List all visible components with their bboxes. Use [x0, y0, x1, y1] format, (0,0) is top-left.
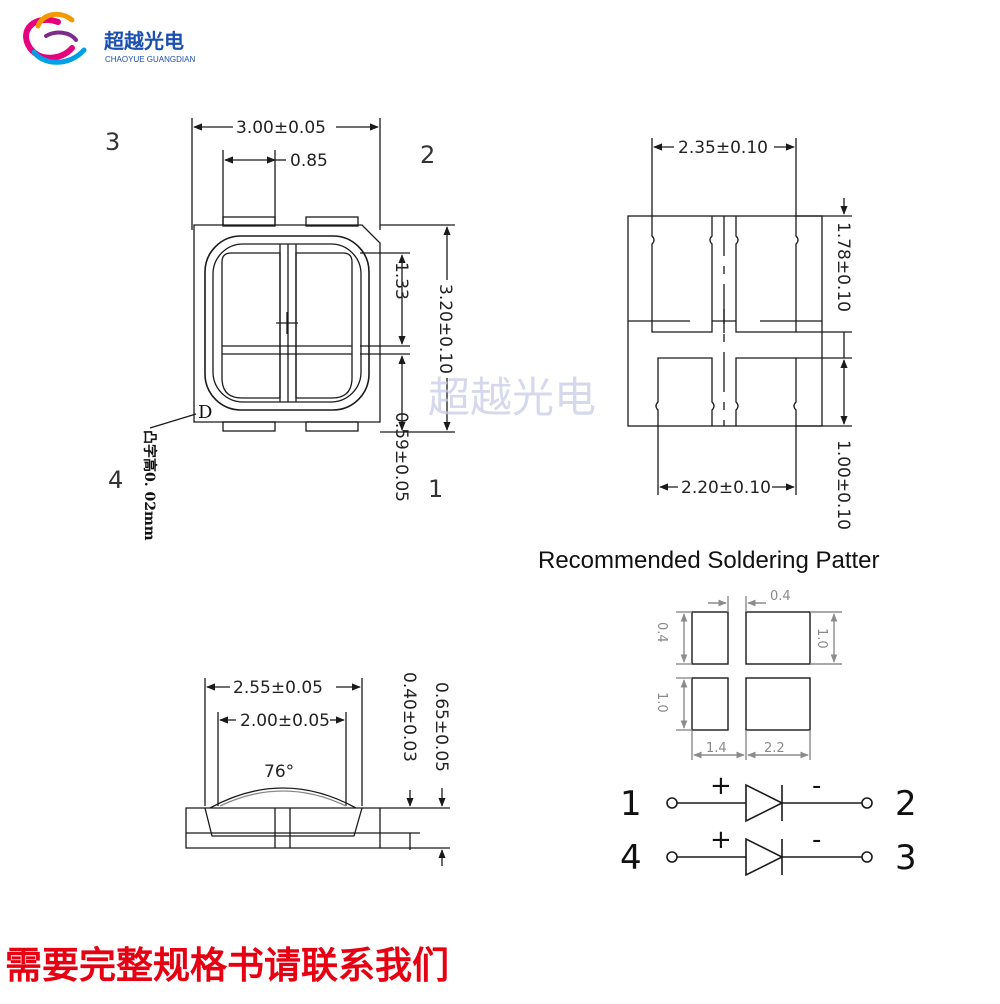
pad-dim-right-lower: 1.00±0.10 [833, 440, 853, 530]
terminal-icon [666, 797, 678, 809]
top-view [149, 118, 455, 433]
brand-name-cn: 超越光电 [103, 29, 184, 53]
pad-dim-right-upper: 1.78±0.10 [833, 222, 853, 312]
circuit-pin-3: 3 [895, 838, 917, 878]
circuit-diagram [666, 783, 873, 877]
circuit-plus-2: + [710, 825, 732, 855]
sold-dim-left-bottom: 1.0 [654, 692, 669, 713]
dim-pad: 0.85 [290, 151, 328, 171]
brand-logo: 超越光电 CHAOYUE GUANGDIAN [23, 11, 195, 65]
dim-height: 3.20±0.10 [435, 284, 455, 374]
circuit-pin-1: 1 [620, 784, 642, 824]
dim-width: 3.00±0.05 [236, 118, 326, 138]
side-view [185, 678, 450, 866]
side-note: 凸字高0. 02mm [141, 430, 158, 541]
side-view-labels: 2.55±0.05 2.00±0.05 76° 0.40±0.03 0.65±0… [233, 672, 451, 782]
side-dim-lens: 0.40±0.03 [399, 672, 419, 762]
pad-view [627, 138, 852, 495]
circuit-minus-2: - [812, 825, 821, 855]
soldering-pattern [676, 596, 842, 760]
pad-view-labels: 2.35±0.10 1.78±0.10 1.00±0.10 2.20±0.10 [678, 138, 853, 530]
sold-dim-left-top: 0.4 [654, 622, 669, 643]
pad-dim-top: 2.35±0.10 [678, 138, 768, 158]
side-dim-total: 0.65±0.05 [431, 682, 451, 772]
pin-label-2: 2 [420, 141, 435, 169]
pin-label-1: 1 [428, 475, 443, 503]
terminal-icon [666, 851, 678, 863]
side-angle: 76° [264, 762, 294, 782]
circuit-plus-1: + [710, 771, 732, 801]
terminal-icon [861, 851, 873, 863]
circuit-pin-2: 2 [895, 784, 917, 824]
circuit-pin-4: 4 [620, 838, 642, 878]
sold-dim-top: 0.4 [770, 589, 791, 604]
top-view-labels: 3 2 4 1 3.00±0.05 0.85 3.20±0.10 1.33 0.… [105, 118, 455, 541]
terminal-icon [861, 797, 873, 809]
soldering-labels: 0.4 0.4 1.0 1.0 1.4 2.2 [654, 589, 829, 756]
dim-bottom: 0.59±0.05 [391, 412, 411, 502]
contact-banner: 需要完整规格书请联系我们 [5, 944, 449, 987]
pin-label-4: 4 [108, 466, 123, 494]
circuit-labels: 1 + - 2 4 + - 3 [620, 771, 917, 878]
dim-inner: 1.33 [391, 262, 411, 300]
circuit-minus-1: - [812, 771, 821, 801]
pad-dim-bottom: 2.20±0.10 [681, 478, 771, 498]
pin-label-3: 3 [105, 128, 120, 156]
diode-icon [745, 837, 784, 877]
sold-dim-bottom-left: 1.4 [706, 741, 727, 756]
side-dim-inner: 2.00±0.05 [240, 711, 330, 731]
sold-dim-bottom-right: 2.2 [764, 741, 785, 756]
brand-name-en: CHAOYUE GUANGDIAN [105, 55, 195, 64]
mark-letter: D [198, 402, 212, 423]
soldering-heading: Recommended Soldering Patter [538, 547, 880, 574]
logo-swirl-icon [23, 11, 87, 65]
watermark: 超越光电 [428, 373, 596, 422]
diode-icon [745, 783, 784, 823]
sold-dim-right-top: 1.0 [814, 628, 829, 649]
side-dim-outer: 2.55±0.05 [233, 678, 323, 698]
